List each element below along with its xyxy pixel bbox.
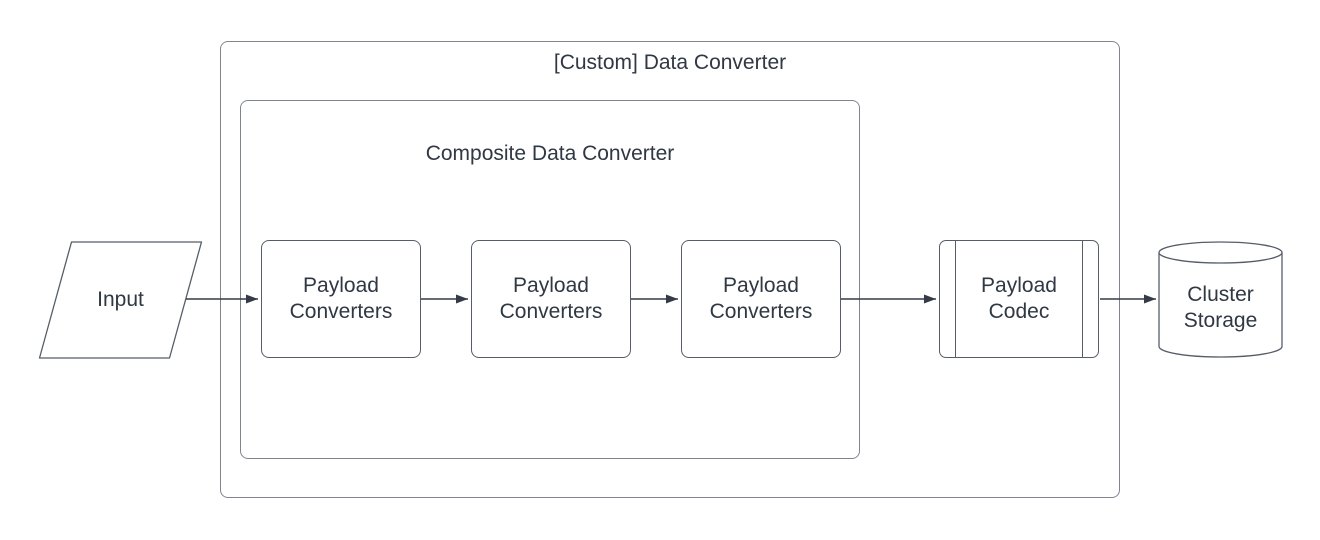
payload-converters-label-3: Payload Converters [709, 274, 813, 323]
payload-converters-label-1: Payload Converters [289, 274, 393, 323]
composite-data-converter-label: Composite Data Converter [425, 142, 675, 165]
payload-converters-label-2: Payload Converters [499, 274, 603, 323]
cluster-storage-label: Cluster Storage [1183, 282, 1258, 332]
payload-converters-box-2: Payload Converters [471, 240, 631, 358]
payload-codec-box: Payload Codec [939, 240, 1099, 358]
parallelogram-shape [38, 241, 203, 359]
composite-data-converter-container: Composite Data Converter [240, 100, 860, 459]
codec-right-divider [1082, 241, 1083, 357]
payload-converters-box-3: Payload Converters [681, 240, 841, 358]
input-node: Input [38, 241, 203, 359]
payload-converters-box-1: Payload Converters [261, 240, 421, 358]
cylinder-shape [1158, 241, 1283, 358]
codec-left-divider [955, 241, 956, 357]
payload-codec-label: Payload Codec [981, 274, 1057, 323]
custom-data-converter-container: [Custom] Data Converter [220, 41, 1120, 498]
cluster-storage-node: Cluster Storage [1158, 241, 1283, 358]
input-label: Input [97, 288, 144, 311]
custom-data-converter-label: [Custom] Data Converter [553, 51, 787, 74]
